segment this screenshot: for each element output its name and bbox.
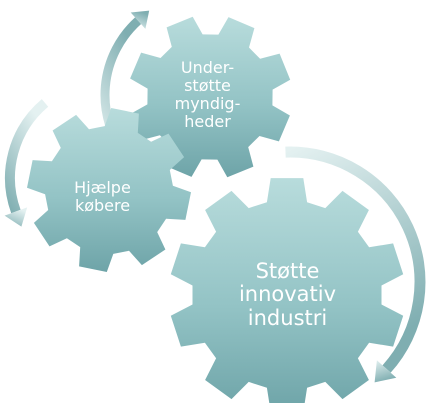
gear-large-line: Støtte: [255, 258, 320, 283]
gear-large-line: innovativ: [238, 282, 337, 307]
gear-large-line: industri: [247, 305, 328, 330]
gear-small-line: myndig-: [174, 94, 241, 113]
gear-medium-label: Hjælpe købere: [45, 165, 160, 229]
gear-medium: [27, 108, 191, 272]
gear-small-line: Under-: [180, 58, 235, 78]
gear-small-line: støtte: [184, 76, 231, 96]
arrow-right-large: [285, 146, 426, 383]
gear-large-label: Støtte innovativ industri: [205, 240, 370, 350]
gear-small-line: heder: [184, 111, 231, 131]
gear-medium-line: Hjælpe: [74, 178, 131, 198]
gear-large: [170, 178, 404, 403]
gear-medium-line: købere: [74, 196, 131, 215]
arrow-left: [4, 99, 49, 227]
gear-small-label: Under- støtte myndig- heder: [150, 40, 265, 150]
